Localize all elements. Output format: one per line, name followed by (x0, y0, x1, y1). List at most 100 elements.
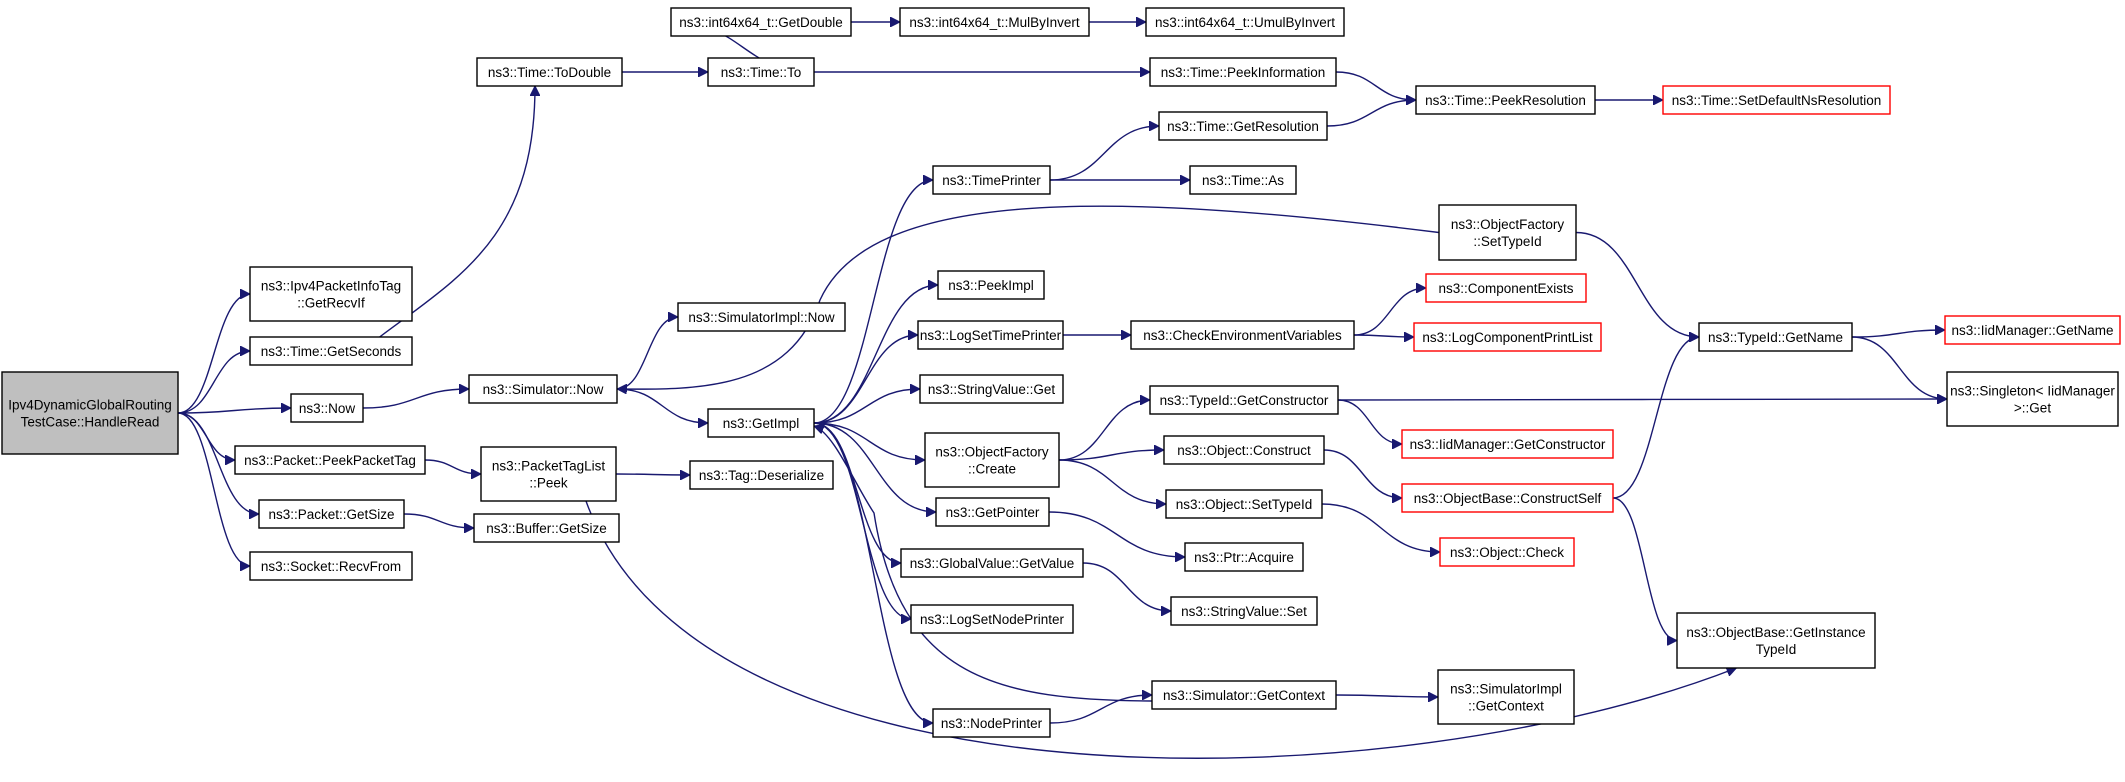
node-nodeprinter[interactable]: ns3::NodePrinter (932, 708, 1051, 738)
node-time-to[interactable]: ns3::Time::To (707, 57, 815, 87)
node-int64-getdouble[interactable]: ns3::int64x64_t::GetDouble (670, 7, 852, 37)
call-edge (814, 426, 1153, 702)
node-getimpl[interactable]: ns3::GetImpl (707, 408, 815, 438)
node-box (1437, 669, 1575, 725)
node-globalvalue-getvalue[interactable]: ns3::GlobalValue::GetValue (900, 548, 1084, 578)
node-box (932, 708, 1051, 738)
node-logsettimeprinter[interactable]: ns3::LogSetTimePrinter (917, 320, 1064, 350)
node-label: ns3::Packet::GetSize (268, 507, 394, 522)
node-box (1401, 483, 1614, 513)
node-label: ns3::Object::Construct (1177, 443, 1311, 458)
node-stringvalue-get[interactable]: ns3::StringValue::Get (919, 374, 1064, 404)
node-time-getresolution[interactable]: ns3::Time::GetResolution (1158, 111, 1328, 141)
node-objectfactory-settypeid[interactable]: ns3::ObjectFactory::SetTypeId (1438, 204, 1577, 261)
node-box (689, 460, 834, 490)
node-label: ns3::GlobalValue::GetValue (910, 556, 1075, 571)
node-time-setdefaultnsresolution[interactable]: ns3::Time::SetDefaultNsResolution (1662, 85, 1891, 115)
node-stringvalue-set[interactable]: ns3::StringValue::Set (1170, 596, 1318, 626)
node-box (1401, 429, 1614, 459)
node-logsetnodeprinter[interactable]: ns3::LogSetNodePrinter (910, 604, 1074, 634)
node-time-peekresolution[interactable]: ns3::Time::PeekResolution (1415, 85, 1596, 115)
node-box (290, 393, 364, 423)
node-label: ns3::Time::SetDefaultNsResolution (1672, 93, 1882, 108)
node-label: ns3::LogSetNodePrinter (920, 612, 1065, 627)
node-int64-mulbyinvert[interactable]: ns3::int64x64_t::MulByInvert (899, 7, 1090, 37)
node-box (476, 57, 623, 87)
node-objectbase-constructself[interactable]: ns3::ObjectBase::ConstructSelf (1401, 483, 1614, 513)
node-ipv4-getrecvif[interactable]: ns3::Ipv4PacketInfoTag::GetRecvIf (249, 266, 413, 322)
node-singleton-get[interactable]: ns3::Singleton< IidManager>::Get (1946, 371, 2119, 427)
node-buffer-getsize[interactable]: ns3::Buffer::GetSize (473, 513, 620, 543)
node-packet-peekpackettag[interactable]: ns3::Packet::PeekPacketTag (234, 445, 426, 475)
node-time-peekinformation[interactable]: ns3::Time::PeekInformation (1149, 57, 1337, 87)
node-componentexists[interactable]: ns3::ComponentExists (1425, 273, 1587, 303)
node-box (1130, 320, 1355, 350)
node-typeid-getname[interactable]: ns3::TypeId::GetName (1698, 322, 1853, 352)
node-object-settypeid[interactable]: ns3::Object::SetTypeId (1165, 489, 1323, 519)
call-edge (615, 474, 690, 475)
call-edge (813, 422, 933, 723)
node-object-check[interactable]: ns3::Object::Check (1439, 537, 1575, 567)
node-label: ns3::StringValue::Get (928, 382, 1056, 397)
node-tag-deserialize[interactable]: ns3::Tag::Deserialize (689, 460, 834, 490)
node-label: ns3::ObjectBase::GetInstance (1686, 625, 1865, 640)
call-edge (1575, 231, 1699, 338)
call-edge (1851, 336, 1947, 399)
call-edge (813, 389, 920, 424)
node-box (1151, 680, 1337, 710)
node-getpointer[interactable]: ns3::GetPointer (935, 497, 1050, 527)
node-label: ns3::IidManager::GetConstructor (1410, 437, 1606, 452)
node-typeid-getconstructor[interactable]: ns3::TypeId::GetConstructor (1149, 385, 1339, 415)
node-label: ns3::ComponentExists (1438, 281, 1573, 296)
node-int64-umulbyinvert[interactable]: ns3::int64x64_t::UmulByInvert (1145, 7, 1345, 37)
call-edge (813, 422, 936, 512)
node-box (935, 497, 1050, 527)
node-label: ns3::PacketTagList (492, 459, 606, 474)
node-box (919, 374, 1064, 404)
node-label: ::GetContext (1468, 699, 1544, 714)
node-label: ns3::NodePrinter (941, 716, 1043, 731)
node-logcomponentprintlist[interactable]: ns3::LogComponentPrintList (1413, 322, 1602, 352)
node-box (1158, 111, 1328, 141)
node-ptr-acquire[interactable]: ns3::Ptr::Acquire (1184, 542, 1304, 572)
call-edge (813, 422, 925, 460)
node-simulator-getcontext[interactable]: ns3::Simulator::GetContext (1151, 680, 1337, 710)
node-iidmanager-getname[interactable]: ns3::IidManager::GetName (1944, 315, 2121, 345)
node-box (917, 320, 1064, 350)
node-simulatorimpl-now[interactable]: ns3::SimulatorImpl::Now (677, 302, 846, 332)
node-box (1149, 385, 1339, 415)
node-time-as[interactable]: ns3::Time::As (1189, 165, 1297, 195)
node-peekimpl[interactable]: ns3::PeekImpl (937, 270, 1045, 300)
node-label: ns3::Now (299, 401, 356, 416)
node-time-getseconds[interactable]: ns3::Time::GetSeconds (249, 336, 413, 366)
node-simulator-now[interactable]: ns3::Simulator::Now (468, 374, 618, 404)
node-box (249, 336, 413, 366)
node-checkenvvars[interactable]: ns3::CheckEnvironmentVariables (1130, 320, 1355, 350)
node-box (1163, 435, 1325, 465)
node-box (249, 551, 413, 581)
node-label: ns3::GetImpl (723, 416, 800, 431)
node-label: ::GetRecvIf (297, 296, 365, 311)
node-packettaglist-peek[interactable]: ns3::PacketTagList::Peek (480, 446, 617, 502)
node-label: ns3::int64x64_t::GetDouble (679, 15, 843, 30)
node-box (707, 408, 815, 438)
call-edge (1082, 562, 1171, 611)
node-label: ns3::StringValue::Set (1181, 604, 1307, 619)
node-now[interactable]: ns3::Now (290, 393, 364, 423)
node-label: ns3::SimulatorImpl (1450, 682, 1562, 697)
node-simulatorimpl-getcontext[interactable]: ns3::SimulatorImpl::GetContext (1437, 669, 1575, 725)
node-box (932, 165, 1051, 195)
node-timeprinter[interactable]: ns3::TimePrinter (932, 165, 1051, 195)
node-objectfactory-create[interactable]: ns3::ObjectFactory::Create (924, 432, 1060, 488)
node-box (924, 432, 1060, 488)
node-object-construct[interactable]: ns3::Object::Construct (1163, 435, 1325, 465)
node-box (910, 604, 1074, 634)
node-packet-getsize[interactable]: ns3::Packet::GetSize (258, 499, 405, 529)
call-edge (1049, 126, 1159, 181)
node-time-todouble[interactable]: ns3::Time::ToDouble (476, 57, 623, 87)
node-label: ns3::Tag::Deserialize (699, 468, 824, 483)
node-iidmanager-getconstructor[interactable]: ns3::IidManager::GetConstructor (1401, 429, 1614, 459)
call-edge (1049, 695, 1152, 724)
node-socket-recvfrom[interactable]: ns3::Socket::RecvFrom (249, 551, 413, 581)
